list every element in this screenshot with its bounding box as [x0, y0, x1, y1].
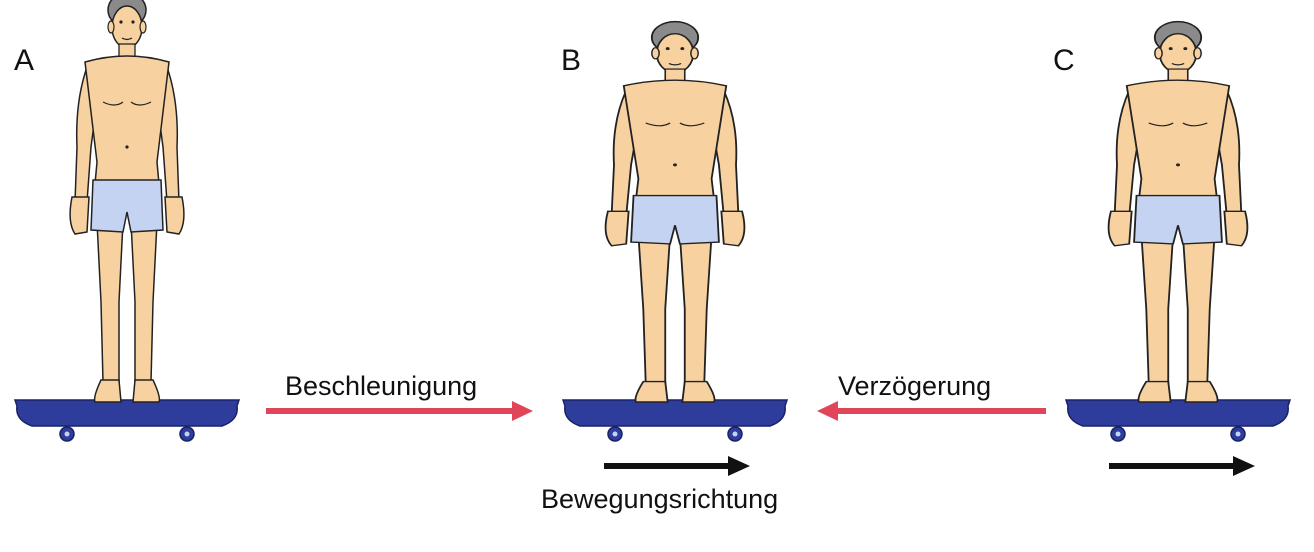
skateboarder-b: [562, 20, 788, 442]
panel-label-c: C: [1053, 44, 1075, 77]
skateboard-b: [562, 399, 788, 442]
acceleration-arrow: [266, 401, 533, 421]
motion-arrow-c: [1109, 456, 1255, 476]
skateboarder-c: [1065, 20, 1291, 442]
panel-label-a: A: [14, 44, 35, 77]
acceleration-label: Beschleunigung: [285, 371, 478, 401]
skateboard-a: [14, 399, 240, 442]
deceleration-arrow: [817, 401, 1046, 421]
panel-label-b: B: [561, 44, 582, 77]
person-a: [69, 0, 185, 403]
skateboard-c: [1065, 399, 1291, 442]
motion-arrow-b: [604, 456, 750, 476]
skateboarder-a: [14, 0, 240, 442]
person-b: [604, 20, 746, 403]
person-c: [1107, 20, 1249, 403]
deceleration-label: Verzögerung: [838, 371, 992, 401]
direction-label: Bewegungsrichtung: [541, 484, 779, 514]
